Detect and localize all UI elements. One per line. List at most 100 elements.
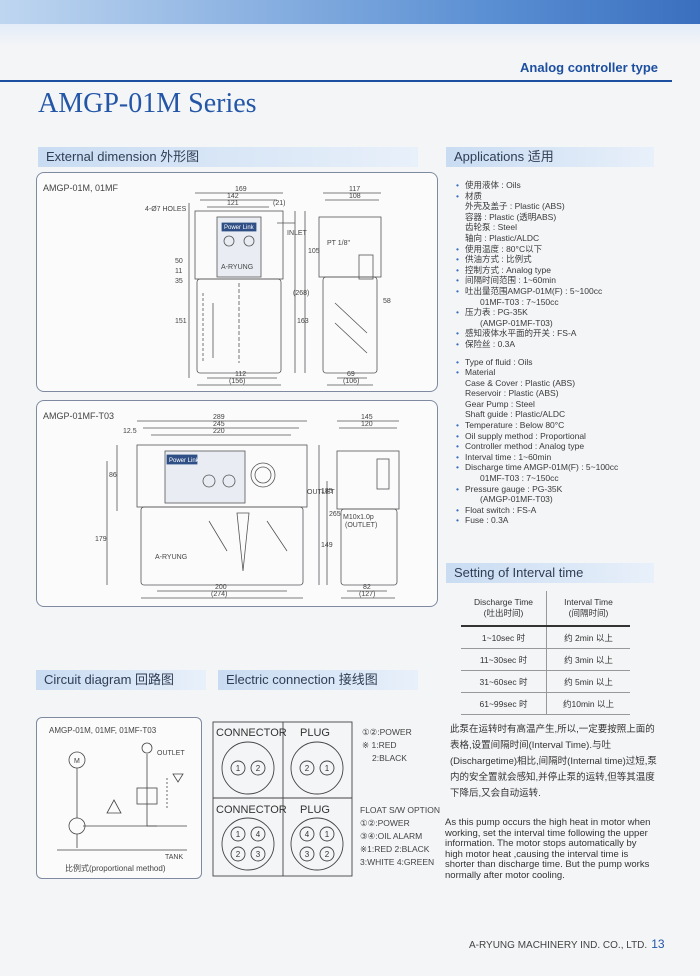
section-external-dimension: External dimension 外形图 xyxy=(38,147,418,167)
dim-142: 142 xyxy=(227,193,239,200)
dim-117: 117 xyxy=(349,186,360,193)
dim-156: (156) xyxy=(229,378,245,385)
list-item: Float switch : FS-A xyxy=(456,505,691,516)
holes-label: 4-Ø7 HOLES xyxy=(145,206,187,213)
plug-pin-b4: 4 xyxy=(305,830,310,839)
list-item: Pressure gauge : PG-35K xyxy=(456,484,691,495)
dimension-panel-1: AMGP-01M, 01MF xyxy=(36,172,438,392)
list-item: 齿轮泵 : Steel xyxy=(465,222,517,233)
list-item: 控制方式 : Analog type xyxy=(456,265,691,276)
dial-left xyxy=(223,235,235,247)
dim-112: 112 xyxy=(235,371,246,378)
list-item: Discharge time AMGP-01M(F) : 5~100cc xyxy=(456,462,691,473)
list-item: 材质 xyxy=(456,191,691,202)
dim2-86: 86 xyxy=(109,472,117,479)
dim2-265: 265 xyxy=(329,511,341,518)
dim2-179: 179 xyxy=(95,536,107,543)
list-item: Type of fluid : Oils xyxy=(456,357,691,368)
list-item: (AMGP-01MF-T03) xyxy=(480,317,553,328)
table-row: 61~99sec 时约10min 以上 xyxy=(461,692,630,715)
dim-58: 58 xyxy=(383,298,391,305)
list-item: Oil supply method : Proportional xyxy=(456,431,691,442)
pin-2: 2 xyxy=(256,764,261,773)
list-item: Temperature : Below 80°C xyxy=(456,420,691,431)
interval-header-discharge: Discharge Time(吐出时间) xyxy=(461,591,547,627)
plug-pin-b3: 3 xyxy=(305,850,310,859)
dim-121: 121 xyxy=(227,200,239,207)
dimension-drawing-2: 289 245 220 12.5 145 120 OUTLET M10x1.0p… xyxy=(95,414,400,599)
plug-pin-b2: 2 xyxy=(325,850,330,859)
list-item: 间隔时间范围 : 1~60min xyxy=(456,275,691,286)
dim2-145: 145 xyxy=(361,414,373,421)
list-item: (AMGP-01MF-T03) xyxy=(480,494,553,505)
interval-header-interval: Interval Time(间隔时间) xyxy=(546,591,630,627)
plug-pin-2: 2 xyxy=(305,764,310,773)
circuit-panel: AMGP-01M, 01MF, 01MF-T03 M OUTLET TANK 比… xyxy=(36,717,202,879)
pin-b2: 2 xyxy=(236,850,241,859)
list-item: Case & Cover : Plastic (ABS) xyxy=(465,377,576,388)
note-chinese: 此泵在运转时有高温产生,所以,一定要按照上面的表格,设置间隔时间(Interva… xyxy=(450,724,657,799)
dim-268: (268) xyxy=(293,290,309,297)
power-link-text: Power Link xyxy=(224,225,255,231)
dim2-outlet2: (OUTLET) xyxy=(345,522,377,529)
circuit-drawing: M OUTLET TANK xyxy=(57,742,187,861)
dim2-120: 120 xyxy=(361,421,373,428)
page-number: 13 xyxy=(651,937,665,951)
header-rule xyxy=(0,80,672,82)
list-item: 吐出量范围AMGP-01M(F) : 5~100cc xyxy=(456,286,691,297)
pin-b4: 4 xyxy=(256,830,261,839)
list-item: 01MF-T03 : 7~150cc xyxy=(480,473,559,484)
dim2-220: 220 xyxy=(213,428,225,435)
list-item: Interval time : 1~60min xyxy=(456,452,691,463)
list-item: 容器 : Plastic (透明ABS) xyxy=(465,211,557,222)
list-item: Controller method : Analog type xyxy=(456,441,691,452)
dim2-12-5: 12.5 xyxy=(123,428,137,435)
dim-108: 108 xyxy=(349,193,361,200)
dim-163: 163 xyxy=(297,318,309,325)
dim2-82: 82 xyxy=(363,584,371,591)
circuit-outlet: OUTLET xyxy=(157,750,185,757)
dim-21: (21) xyxy=(273,200,285,207)
dim2-m10: M10x1.0p xyxy=(343,514,374,521)
dim2-127: (127) xyxy=(359,591,375,598)
a-ryung-text: A-RYUNG xyxy=(221,264,253,271)
note-english: As this pump occurs the high heat in mot… xyxy=(445,817,651,881)
dimension-drawing-1: 169 142 121 (21) 117 108 4-Ø7 HOLES INLE… xyxy=(145,186,391,386)
footer: A-RYUNG MACHINERY IND. CO., LTD.13 xyxy=(469,937,665,951)
section-electric: Electric connection 接线图 xyxy=(218,670,418,690)
list-item: 感知液体水平面的开关 : FS-A xyxy=(456,328,691,339)
applications-en: Type of fluid : OilsMaterialCase & Cover… xyxy=(456,357,691,527)
motor-label: M xyxy=(74,758,80,765)
dim2-200: 200 xyxy=(215,584,227,591)
top-band-fade xyxy=(0,24,700,46)
page-subtitle: Analog controller type xyxy=(520,60,658,75)
list-item: 使用温度 : 80°C以下 xyxy=(456,244,691,255)
pin-b1: 1 xyxy=(236,830,241,839)
plug-label-1: PLUG xyxy=(300,727,330,739)
dim2-outlet: OUTLET xyxy=(307,489,335,496)
dim-169: 169 xyxy=(235,186,247,193)
circuit-model: AMGP-01M, 01MF, 01MF-T03 xyxy=(49,726,157,735)
pin-b3: 3 xyxy=(256,850,261,859)
dimension-model-1: AMGP-01M, 01MF xyxy=(43,183,119,193)
section-applications: Applications 适用 xyxy=(446,147,654,167)
list-item: 轴向 : Plastic/ALDC xyxy=(465,232,540,243)
list-item: Shaft guide : Plastic/ALDC xyxy=(465,409,566,420)
dial-right xyxy=(243,235,255,247)
inlet-label: INLET xyxy=(287,230,308,237)
section-circuit: Circuit diagram 回路图 xyxy=(36,670,206,690)
plug-pin-1: 1 xyxy=(325,764,330,773)
list-item: Reservoir : Plastic (ABS) xyxy=(465,388,559,399)
electric-option-1: ①②:POWER ※ 1:RED 2:BLACK xyxy=(362,727,412,763)
list-item: Material xyxy=(456,367,691,378)
power-link-badge xyxy=(221,222,257,232)
footer-company: A-RYUNG MACHINERY IND. CO., LTD. xyxy=(469,940,648,951)
table-row: 11~30sec 时约 3min 以上 xyxy=(461,648,630,671)
series-title: AMGP-01M Series xyxy=(38,88,257,119)
section-interval: Setting of Interval time xyxy=(446,563,654,583)
list-item: 保险丝 : 0.3A xyxy=(456,339,691,350)
list-item: Gear Pump : Steel xyxy=(465,398,535,409)
dim-35: 35 xyxy=(175,278,183,285)
dim2-274: (274) xyxy=(211,591,227,598)
connector-label-2: CONNECTOR xyxy=(216,804,287,816)
